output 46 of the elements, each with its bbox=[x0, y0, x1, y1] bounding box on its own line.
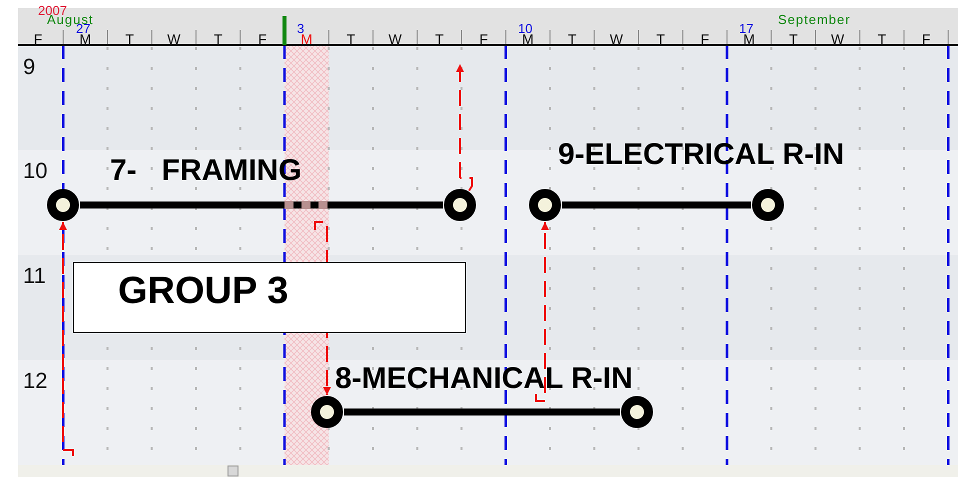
weekday-letter: M bbox=[80, 32, 92, 46]
group-title: GROUP 3 bbox=[118, 270, 288, 313]
weekday-letter: W bbox=[167, 32, 180, 46]
row-number: 12 bbox=[23, 370, 48, 392]
weekday-letter: T bbox=[568, 32, 576, 46]
weekday-letter: T bbox=[214, 32, 222, 46]
event-node bbox=[529, 189, 561, 221]
activity-line bbox=[562, 202, 751, 208]
event-node bbox=[47, 189, 79, 221]
weekday-letter: T bbox=[435, 32, 444, 46]
weekday-letter: F bbox=[479, 32, 488, 46]
date-label: September bbox=[778, 13, 851, 26]
weekday-letter: M bbox=[522, 32, 534, 46]
weekday-letter: T bbox=[878, 32, 886, 46]
dependency-arrow bbox=[456, 63, 473, 192]
activity-line bbox=[344, 408, 620, 416]
event-node bbox=[311, 396, 343, 428]
dependency-arrow bbox=[59, 222, 74, 456]
weekday-letter: F bbox=[258, 32, 267, 46]
row-number: 11 bbox=[23, 265, 46, 287]
event-node bbox=[621, 396, 653, 428]
weekday-letter: T bbox=[789, 32, 798, 46]
weekday-letter: T bbox=[656, 32, 665, 46]
event-node bbox=[752, 189, 784, 221]
row-number: 9 bbox=[23, 56, 36, 78]
week-date: 10 bbox=[518, 22, 532, 35]
weekday-letter: W bbox=[610, 32, 623, 46]
week-date: 3 bbox=[297, 22, 304, 35]
group-box bbox=[73, 262, 466, 333]
activity-label: 7- FRAMING bbox=[110, 156, 302, 186]
weekday-letter: T bbox=[125, 32, 134, 46]
weekday-letter: F bbox=[922, 32, 930, 46]
row-number: 10 bbox=[23, 160, 48, 182]
weekday-letter: W bbox=[831, 32, 844, 46]
activity-line bbox=[80, 202, 443, 208]
activity-label: 9-ELECTRICAL R-IN bbox=[558, 140, 844, 170]
weekday-letter: M bbox=[300, 32, 312, 46]
event-node bbox=[444, 189, 476, 221]
weekday-letter: W bbox=[388, 32, 402, 46]
dependency-arrow bbox=[535, 222, 549, 402]
weekday-letter: F bbox=[34, 32, 42, 46]
date-label: 2007 bbox=[38, 4, 67, 17]
weekday-letter: M bbox=[743, 32, 755, 46]
week-date: 17 bbox=[739, 22, 754, 35]
weekday-letter: F bbox=[700, 32, 710, 46]
weekday-letter: T bbox=[346, 32, 356, 46]
